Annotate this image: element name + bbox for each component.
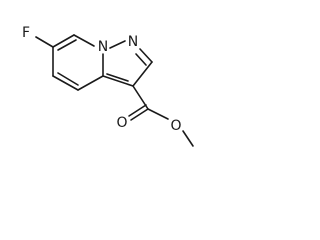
- bond-o-methyl: [182, 130, 194, 147]
- bond-n2-c2-inner: [135, 53, 147, 66]
- bonds: [35, 34, 194, 147]
- atom-fluorine: F: [22, 25, 30, 41]
- bond-n1-c7: [73, 34, 95, 47]
- bond-c2-c3: [132, 61, 153, 87]
- bond-c7-c6-inner: [57, 39, 77, 51]
- bond-carbonyl-o-double-b: [128, 104, 147, 117]
- molecule-structure: F N N O O: [22, 25, 194, 147]
- bond-c5-c4-inner: [57, 72, 79, 86]
- atom-ring-nitrogen-1: N: [98, 39, 108, 55]
- bond-c7-c6: [52, 34, 75, 48]
- bond-carbonyl-o-double-a: [130, 108, 149, 121]
- atom-ester-oxygen: O: [170, 118, 181, 134]
- atom-carbonyl-oxygen: O: [116, 115, 127, 131]
- bond-c4-c3a: [77, 75, 104, 91]
- bond-c3-c3a-inner: [106, 73, 129, 82]
- atom-labels: F N N O O: [22, 25, 182, 134]
- bond-c6-f: [35, 36, 54, 48]
- bond-c3-c3a: [102, 75, 134, 87]
- atom-ring-nitrogen-2: N: [128, 34, 138, 50]
- bond-n2-c2: [139, 48, 153, 63]
- bond-c5-c4: [52, 75, 79, 91]
- bond-n1-n2: [109, 40, 126, 49]
- bond-carbonyl-o-ester: [147, 108, 169, 120]
